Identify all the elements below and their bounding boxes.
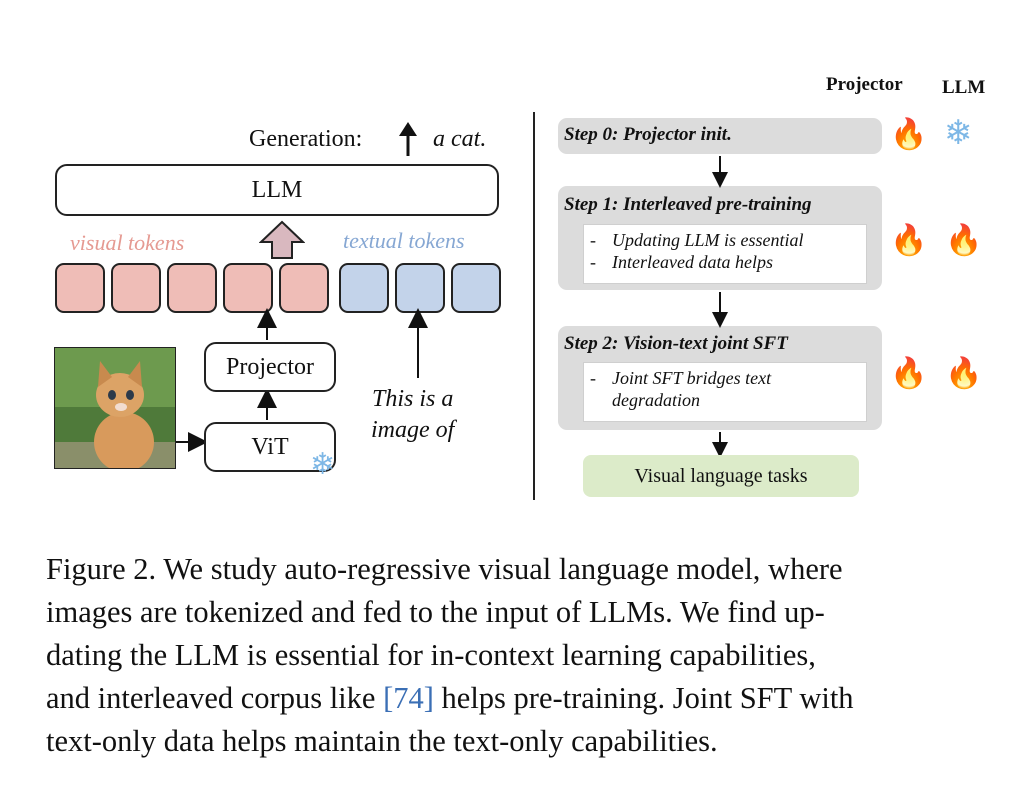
step-0-box bbox=[558, 118, 882, 154]
step-1-llm-fire-icon: 🔥 bbox=[945, 224, 983, 257]
generation-arrow-icon bbox=[399, 122, 417, 156]
step-2-title: Step 2: Vision-text joint SFT bbox=[564, 333, 788, 354]
step-0-projector-fire-icon: 🔥 bbox=[890, 118, 928, 151]
panel-divider bbox=[533, 112, 535, 500]
caption-line-1: Figure 2. We study auto-regressive visua… bbox=[46, 552, 843, 586]
generation-label: Generation: bbox=[249, 126, 363, 152]
figure-caption: Figure 2. We study auto-regressive visua… bbox=[46, 548, 968, 763]
step-1-bullet-1: Updating LLM is essential bbox=[612, 230, 804, 250]
textual-token-1 bbox=[339, 263, 389, 313]
vit-snowflake-icon: ❄ bbox=[310, 448, 336, 481]
llm-label: LLM bbox=[251, 176, 303, 203]
text-input-line-1: This is a bbox=[372, 386, 454, 412]
visual-tokens-label: visual tokens bbox=[70, 230, 185, 255]
caption-line-3: dating the LLM is essential for in-conte… bbox=[46, 638, 816, 672]
caption-line-5: text-only data helps maintain the text-o… bbox=[46, 724, 718, 758]
caption-line-2: images are tokenized and fed to the inpu… bbox=[46, 595, 825, 629]
final-task-label: Visual language tasks bbox=[634, 464, 808, 487]
step-2-bullet-1-cont: degradation bbox=[612, 390, 700, 410]
vit-box: ViT bbox=[204, 422, 336, 472]
visual-token-5 bbox=[279, 263, 329, 313]
vit-label: ViT bbox=[251, 433, 289, 460]
step-2-llm-fire-icon: 🔥 bbox=[945, 357, 983, 390]
step-0-title: Step 0: Projector init. bbox=[564, 124, 732, 145]
visual-token-4 bbox=[223, 263, 273, 313]
step-2-bullets: -Joint SFT bridges text degradation bbox=[583, 362, 867, 422]
generation-output: a cat. bbox=[433, 126, 487, 152]
projector-label: Projector bbox=[226, 353, 314, 380]
textual-token-2 bbox=[395, 263, 445, 313]
citation-link[interactable]: [74] bbox=[383, 681, 434, 715]
column-header-projector: Projector bbox=[826, 74, 903, 95]
visual-token-2 bbox=[111, 263, 161, 313]
connector-arrows bbox=[176, 308, 428, 452]
visual-token-3 bbox=[167, 263, 217, 313]
text-input-line-2: image of bbox=[371, 417, 455, 443]
step-0-llm-snowflake-icon: ❄ bbox=[944, 115, 973, 152]
step-arrows bbox=[712, 156, 728, 458]
projector-box: Projector bbox=[204, 342, 336, 392]
caption-line-4-suffix: helps pre-training. Joint SFT with bbox=[441, 681, 854, 715]
kitten-image bbox=[54, 347, 176, 469]
textual-tokens-label: textual tokens bbox=[343, 228, 465, 253]
step-1-projector-fire-icon: 🔥 bbox=[890, 224, 928, 257]
step-1-bullet-2: Interleaved data helps bbox=[612, 252, 773, 272]
llm-box: LLM bbox=[55, 164, 499, 216]
step-2-projector-fire-icon: 🔥 bbox=[890, 357, 928, 390]
step-1-title: Step 1: Interleaved pre-training bbox=[564, 194, 812, 215]
column-header-llm: LLM bbox=[942, 77, 986, 98]
caption-line-4: and interleaved corpus like [74] helps p… bbox=[46, 677, 968, 720]
textual-token-3 bbox=[451, 263, 501, 313]
caption-line-4-prefix: and interleaved corpus like bbox=[46, 681, 384, 715]
step-1-bullets: -Updating LLM is essential -Interleaved … bbox=[583, 224, 867, 284]
visual-token-1 bbox=[55, 263, 105, 313]
step-2-bullet-1: Joint SFT bridges text bbox=[612, 368, 772, 388]
tokens-to-llm-arrow-icon bbox=[259, 220, 305, 259]
final-task-box: Visual language tasks bbox=[583, 455, 859, 497]
